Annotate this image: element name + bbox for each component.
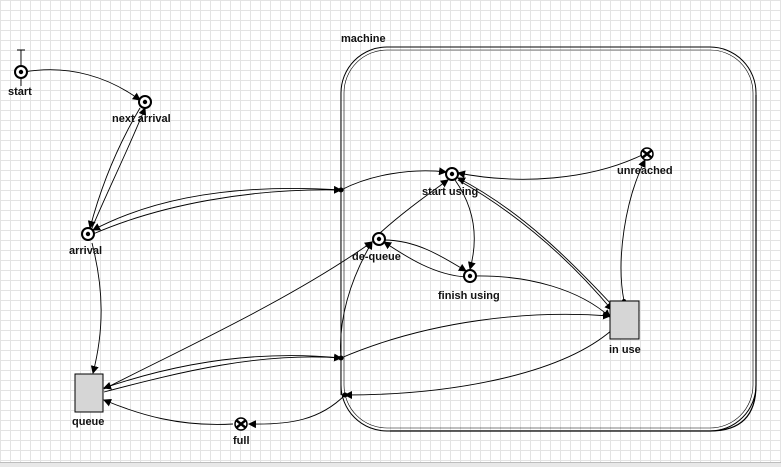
state-full-label: full <box>233 435 250 447</box>
edge-full-queue <box>103 398 234 425</box>
state-de-queue-label: de-queue <box>352 251 401 263</box>
machine-label: machine <box>341 33 386 45</box>
state-de-queue[interactable]: de-queue <box>352 232 401 263</box>
edge-finish-inuse <box>473 275 611 318</box>
edge-dequeue-start-using <box>379 179 449 234</box>
edge-start-inuse-1 <box>457 179 613 311</box>
edge-queue-junction2 <box>103 353 342 393</box>
edge-queue-dequeue <box>103 241 373 390</box>
edge-junction2-queue <box>103 355 342 390</box>
edge-start-next-arrival <box>23 69 141 101</box>
edge-start-finish <box>454 179 476 270</box>
edges <box>17 49 646 429</box>
edge-junction-arrival <box>92 188 342 231</box>
edge-junction3-full <box>248 394 346 429</box>
state-start-label: start <box>8 86 32 98</box>
edge-inuse-unreached <box>620 159 646 302</box>
state-next-arrival[interactable]: next arrival <box>112 95 171 125</box>
state-start-using-label: start using <box>422 186 478 198</box>
state-queue-label: queue <box>72 416 104 428</box>
state-arrival[interactable]: arrival <box>69 227 102 257</box>
state-start[interactable]: start <box>8 65 32 98</box>
state-full[interactable]: full <box>233 417 250 447</box>
state-in-use[interactable]: in use <box>609 300 641 356</box>
edge-unreached-start-using <box>457 154 643 180</box>
state-start-using[interactable]: start using <box>422 167 478 198</box>
edge-inuse-junction3 <box>344 329 613 399</box>
edge-arrival-next-arrival <box>91 107 147 229</box>
junction-dot-middle <box>338 355 344 361</box>
horizontal-scrollbar[interactable] <box>0 462 781 467</box>
edge-arrival-junction <box>92 185 342 235</box>
edge-junction2-inuse <box>340 311 611 359</box>
state-in-use-label: in use <box>609 344 641 356</box>
state-finish-using-label: finish using <box>438 290 500 302</box>
edge-arrival-queue <box>90 242 102 374</box>
state-unreached[interactable]: unreached <box>617 147 673 177</box>
state-arrival-label: arrival <box>69 245 102 257</box>
edge-dequeue-finish <box>383 239 467 272</box>
edge-inuse-start <box>457 177 613 306</box>
state-next-arrival-label: next arrival <box>112 113 171 125</box>
machine-container[interactable]: machine <box>340 33 757 432</box>
edge-finish-dequeue <box>383 241 467 278</box>
edge-junction-start-using <box>340 167 447 191</box>
junction-dot-lower <box>342 392 348 398</box>
edge-next-arrival-arrival <box>87 107 141 229</box>
state-finish-using[interactable]: finish using <box>438 269 500 302</box>
state-unreached-label: unreached <box>617 165 673 177</box>
junction-dot-upper <box>338 187 344 193</box>
state-queue[interactable]: queue <box>72 373 104 428</box>
